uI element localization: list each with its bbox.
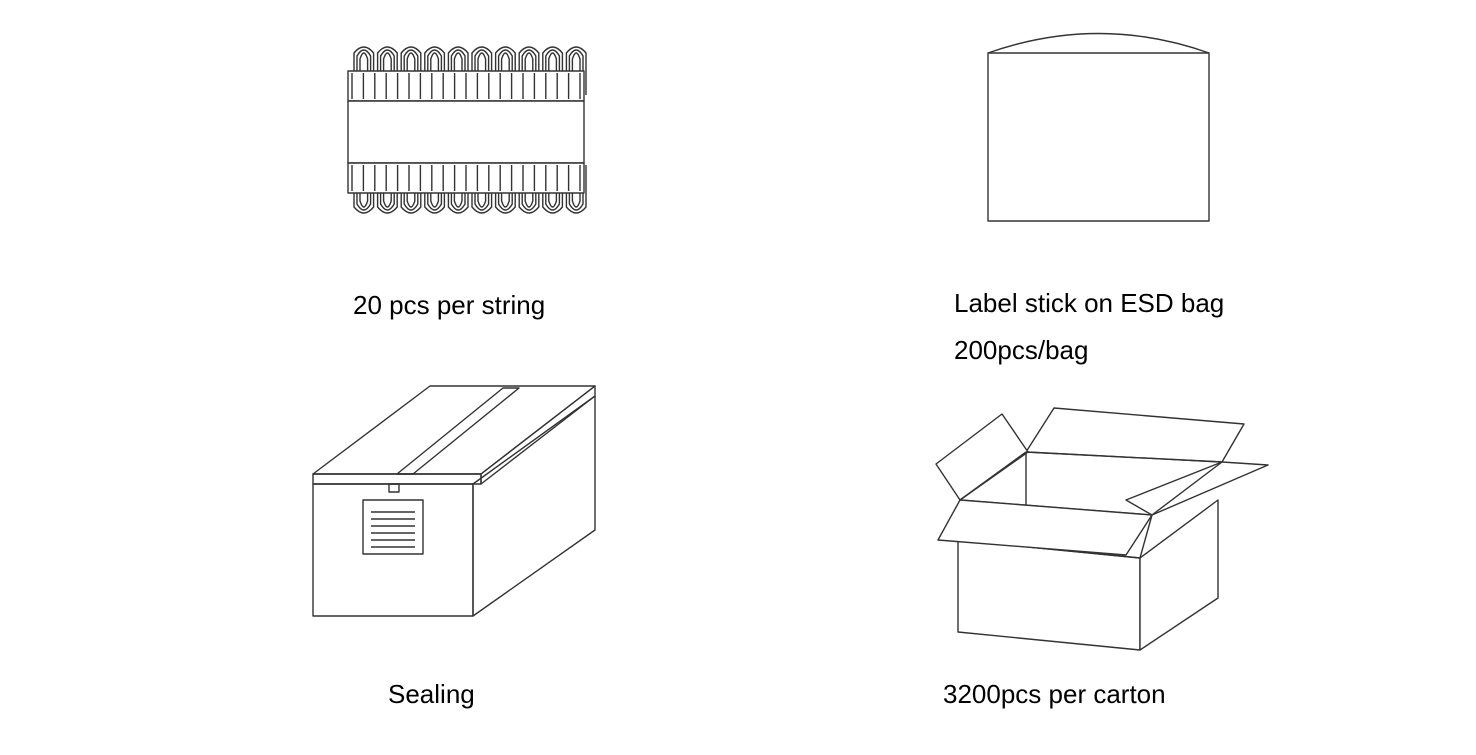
esd-bag-icon xyxy=(980,20,1220,230)
bag-caption-quantity: 200pcs/bag xyxy=(954,335,1089,365)
string-caption: 20 pcs per string xyxy=(353,290,546,320)
sealed-box-icon xyxy=(305,378,605,623)
bag-caption-label: Label stick on ESD bag xyxy=(954,288,1225,318)
carton-caption: 3200pcs per carton xyxy=(943,679,1166,709)
led-module-string-icon xyxy=(340,35,600,230)
open-carton-icon xyxy=(930,400,1275,660)
sealing-caption: Sealing xyxy=(388,679,475,709)
